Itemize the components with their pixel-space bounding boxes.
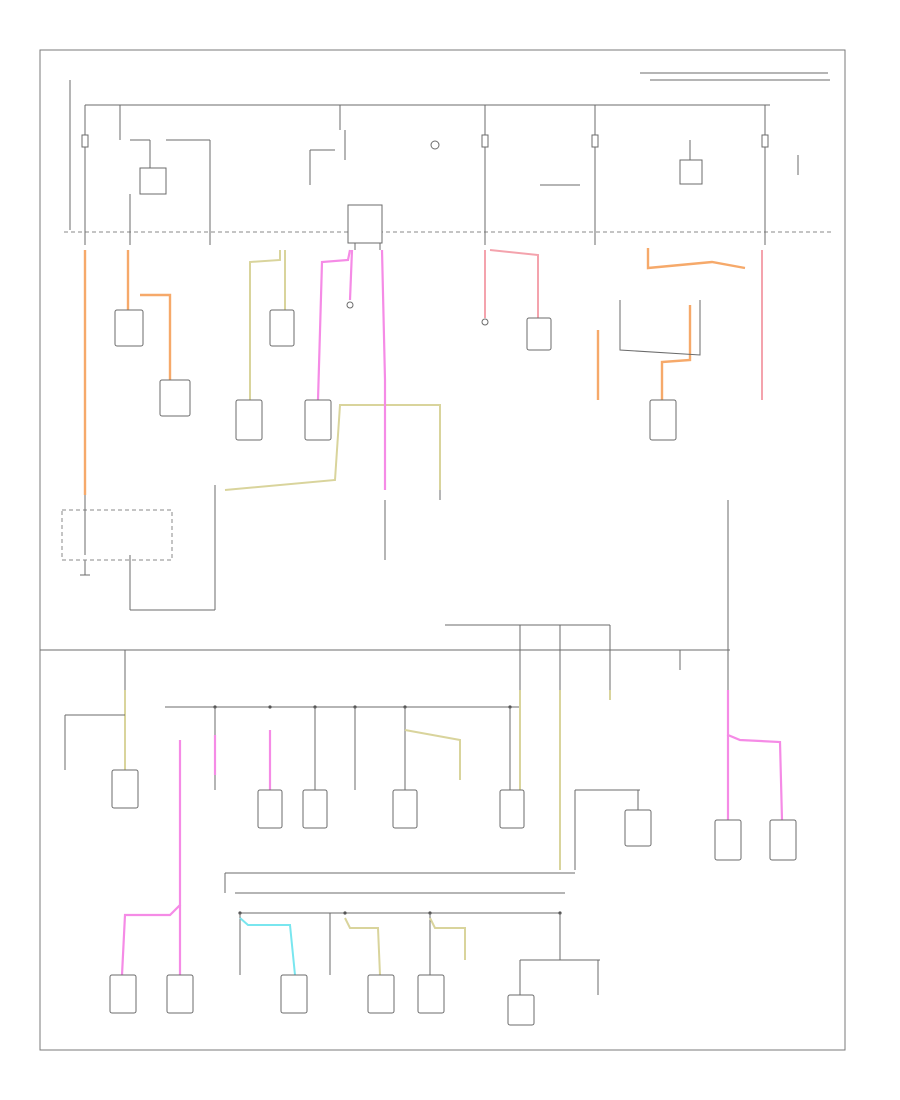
- wire-pink-long: [380, 249, 387, 490]
- wire-yellow-lower-e: [404, 729, 461, 780]
- wire-red-b: [489, 249, 539, 318]
- wire-orange-c: [646, 248, 746, 270]
- wire-thin-right: [619, 300, 701, 356]
- components-bottom-row: [109, 974, 535, 1026]
- wire-yellow-harness-b: [429, 917, 466, 960]
- harness-middle: [40, 624, 730, 700]
- wire-orange-d: [660, 305, 692, 400]
- components-upper: [61, 301, 729, 650]
- header-note: [640, 72, 830, 81]
- fuse-box-top: [64, 80, 832, 250]
- wire-yellow-a: [249, 250, 281, 400]
- wire-cyan: [239, 917, 296, 976]
- diagram-frame: [39, 49, 846, 1051]
- harness-lower: [224, 872, 600, 995]
- components-lower-row1: [64, 714, 797, 870]
- wire-pink-lower-left: [120, 740, 182, 976]
- wire-pink-right-branch: [726, 690, 784, 821]
- wire-yellow-harness-a: [344, 917, 381, 976]
- wire-orange-b: [140, 293, 172, 380]
- wire-pink-b: [348, 249, 354, 301]
- wire-yellow-long: [224, 404, 441, 491]
- wire-pink-a: [316, 249, 352, 401]
- bus-lower: [165, 705, 520, 790]
